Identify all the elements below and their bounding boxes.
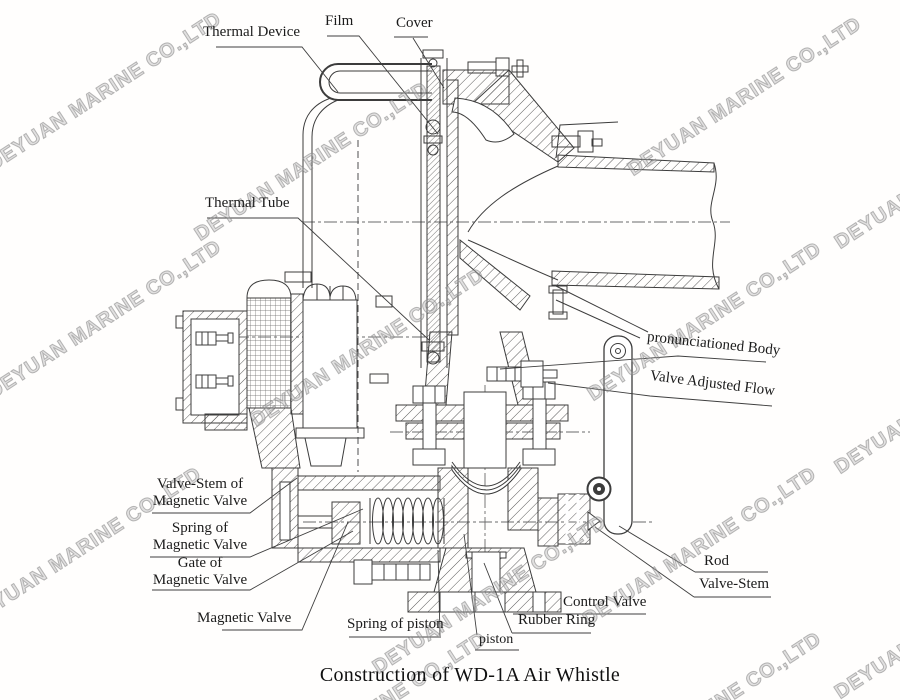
label-valve-stem-of-magnetic-valve: Valve-Stem of Magnetic Valve	[152, 476, 248, 509]
label-spring-of-magnetic-valve: Spring of Magnetic Valve	[152, 520, 248, 553]
label-gate-of-magnetic-valve: Gate of Magnetic Valve	[152, 555, 248, 588]
label-piston: piston	[479, 632, 514, 647]
spring-coil	[369, 497, 445, 545]
air-whistle-cross-section	[150, 35, 773, 651]
lever-rod	[586, 335, 633, 535]
label-rod: Rod	[704, 553, 730, 569]
leader-lines	[150, 35, 773, 651]
pronunciationed-body	[442, 57, 575, 336]
terminal-bolts	[195, 331, 234, 389]
label-thermal-device: Thermal Device	[203, 24, 301, 40]
label-thermal-tube: Thermal Tube	[205, 195, 290, 211]
label-cover: Cover	[396, 15, 433, 31]
bell-cup	[302, 97, 339, 288]
stud-bolt-right	[522, 381, 556, 466]
label-magnetic-valve: Magnetic Valve	[197, 610, 292, 626]
magnetic-valve-assembly	[175, 271, 393, 549]
caption: Construction of WD-1A Air Whistle	[319, 664, 621, 686]
control-valve-assembly	[537, 493, 601, 547]
drain-bolt	[353, 559, 431, 585]
label-valve-stem: Valve-Stem	[699, 576, 769, 592]
label-rubber-ring: Rubber Ring	[518, 612, 596, 628]
thermal-device-capsule	[319, 63, 432, 101]
break-line	[710, 162, 720, 290]
label-film: Film	[325, 13, 354, 29]
label-spring-of-piston: Spring of piston	[347, 616, 444, 632]
valve-body	[395, 331, 569, 495]
valve-stem-pipe	[297, 475, 445, 563]
piston-assembly	[353, 464, 562, 613]
stud-bolt-left	[412, 385, 446, 466]
label-control-valve: Control Valve	[563, 594, 647, 610]
horn-tube	[548, 121, 720, 339]
